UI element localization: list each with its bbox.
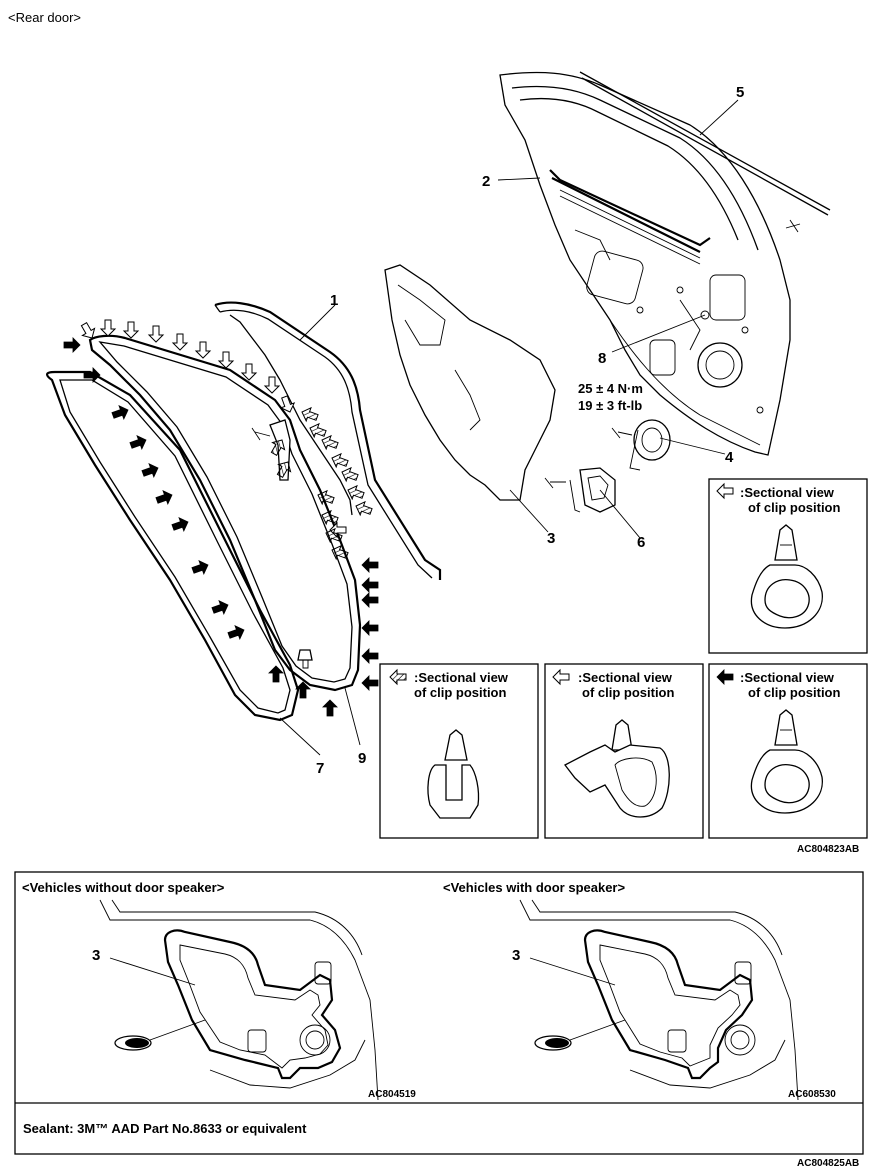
lower-left-callout-3: 3 bbox=[92, 947, 100, 964]
black-arrows bbox=[63, 337, 379, 717]
callout-1: 1 bbox=[330, 292, 338, 309]
torque-ftlb: 19 ± 3 ft-lb bbox=[578, 398, 642, 413]
figure-code-bottom: AC804825AB bbox=[797, 1158, 859, 1169]
part-9-weatherstrip bbox=[88, 334, 362, 692]
svg-text:of clip position: of clip position bbox=[414, 685, 506, 700]
callout-3: 3 bbox=[547, 530, 555, 547]
lower-right-callout-3: 3 bbox=[512, 947, 520, 964]
sectional-box-white-mid: :Sectional view of clip position bbox=[544, 663, 704, 839]
svg-text:of clip position: of clip position bbox=[748, 500, 840, 515]
svg-text:of clip position: of clip position bbox=[582, 685, 674, 700]
callout-6: 6 bbox=[637, 534, 645, 551]
lower-right-title: <Vehicles with door speaker> bbox=[443, 880, 625, 895]
figure-code-top: AC804823AB bbox=[797, 844, 859, 855]
part-5-belt-moulding bbox=[579, 71, 831, 233]
sectional-box-white-right: :Sectional view of clip position bbox=[708, 478, 868, 654]
svg-text::Sectional view: :Sectional view bbox=[740, 485, 835, 500]
svg-text::Sectional view: :Sectional view bbox=[578, 670, 673, 685]
clip-icon bbox=[297, 649, 313, 669]
part-1-weatherstrip bbox=[214, 301, 442, 580]
sealant-note: Sealant: 3M™ AAD Part No.8633 or equival… bbox=[23, 1121, 307, 1136]
svg-text:of clip position: of clip position bbox=[748, 685, 840, 700]
sectional-box-hatched: :Sectional view of clip position bbox=[379, 663, 539, 839]
torque-nm: 25 ± 4 N·m bbox=[578, 381, 643, 396]
svg-text::Sectional view: :Sectional view bbox=[414, 670, 509, 685]
callout-9: 9 bbox=[358, 750, 366, 767]
leader-lines bbox=[279, 99, 739, 756]
svg-text::Sectional view: :Sectional view bbox=[740, 670, 835, 685]
part-4-cover bbox=[611, 419, 671, 471]
callout-5: 5 bbox=[736, 84, 744, 101]
callout-4: 4 bbox=[725, 449, 734, 466]
part-6-bracket bbox=[544, 467, 616, 513]
figure-code-right: AC608530 bbox=[788, 1089, 836, 1100]
sectional-box-black: :Sectional view of clip position bbox=[708, 663, 868, 839]
door-panel bbox=[499, 71, 791, 456]
header-title: <Rear door> bbox=[8, 10, 81, 25]
callout-8: 8 bbox=[598, 350, 606, 367]
part-3-waterproof-film bbox=[384, 264, 556, 501]
lower-left-door bbox=[99, 899, 379, 1101]
figure-code-left: AC804519 bbox=[368, 1089, 416, 1100]
lower-left-title: <Vehicles without door speaker> bbox=[22, 880, 225, 895]
lower-panel: <Vehicles without door speaker> <Vehicle… bbox=[14, 871, 864, 1155]
callout-2: 2 bbox=[482, 173, 490, 190]
part-7-weatherstrip bbox=[46, 370, 300, 722]
callout-7: 7 bbox=[316, 760, 324, 777]
lower-right-door bbox=[519, 899, 799, 1101]
